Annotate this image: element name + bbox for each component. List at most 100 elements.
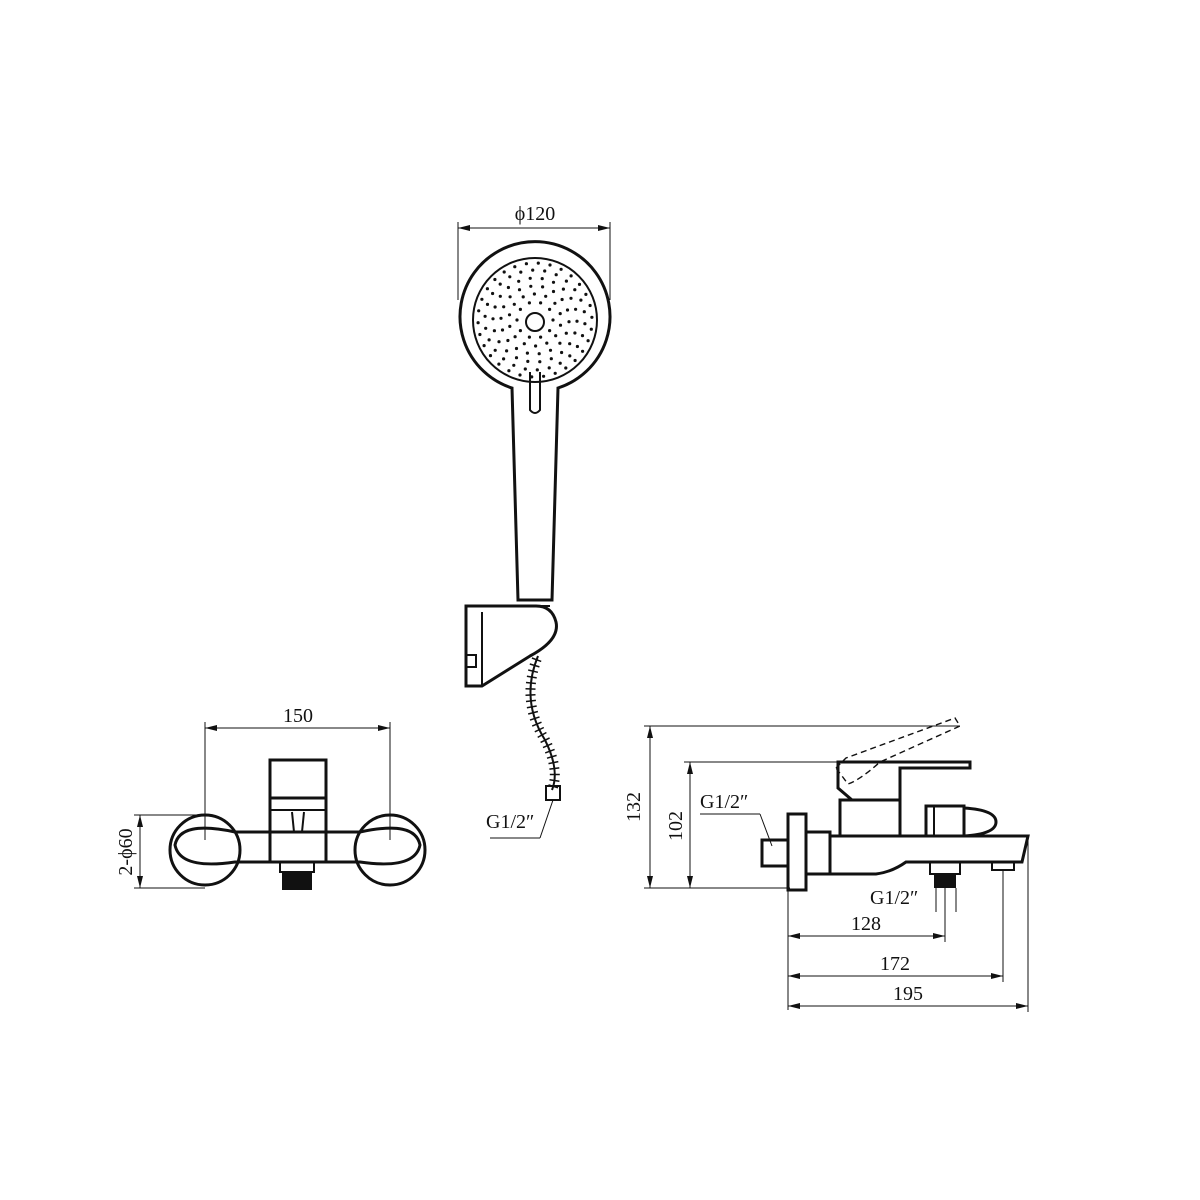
spray-hole bbox=[477, 309, 481, 313]
spray-hole bbox=[518, 329, 523, 333]
spray-hole bbox=[541, 285, 545, 289]
spray-hole bbox=[508, 324, 512, 328]
spray-hole bbox=[513, 265, 517, 269]
hose-rib bbox=[540, 737, 550, 744]
hose-ribs bbox=[525, 657, 560, 789]
spray-hole bbox=[551, 280, 556, 284]
spray-hole bbox=[574, 307, 578, 311]
front-view: 150 2-ϕ60 bbox=[115, 705, 427, 890]
spray-hole bbox=[573, 331, 577, 335]
spray-hole bbox=[588, 303, 592, 308]
valve-body bbox=[173, 826, 422, 866]
spray-hole bbox=[507, 369, 511, 373]
hose-rib bbox=[528, 710, 539, 715]
spray-hole bbox=[521, 295, 525, 299]
spray-hole bbox=[567, 320, 571, 324]
spray-hole bbox=[526, 359, 530, 363]
height-body-label: 102 bbox=[665, 811, 687, 841]
spray-hole bbox=[493, 305, 497, 309]
spray-hole bbox=[553, 301, 557, 305]
hose-outlet-thread bbox=[934, 874, 956, 888]
spray-hole bbox=[548, 307, 552, 311]
arrow-down-icon bbox=[687, 876, 693, 888]
mode-button bbox=[529, 372, 541, 414]
spray-hole bbox=[575, 319, 579, 323]
spray-hole bbox=[498, 294, 502, 298]
spray-hole bbox=[508, 275, 512, 279]
shower-head-outline bbox=[458, 240, 612, 602]
arrow-left-icon bbox=[205, 725, 217, 731]
spray-hole bbox=[560, 350, 564, 355]
arrow-right-icon bbox=[598, 225, 610, 231]
eccentric-connector bbox=[760, 838, 790, 868]
arrow-right-icon bbox=[933, 933, 945, 939]
spray-hole bbox=[525, 351, 530, 355]
spray-hole bbox=[554, 273, 558, 277]
spray-hole bbox=[551, 289, 556, 294]
spray-hole bbox=[564, 331, 568, 335]
spray-hole bbox=[561, 287, 566, 291]
spray-hole bbox=[480, 297, 484, 301]
spray-hole bbox=[508, 295, 512, 299]
handle-cap bbox=[268, 758, 328, 800]
spray-hole bbox=[539, 335, 543, 339]
spray-hole bbox=[547, 366, 551, 370]
spray-hole bbox=[483, 314, 487, 318]
spray-hole bbox=[589, 327, 593, 331]
spray-hole bbox=[518, 307, 523, 311]
holder-slot bbox=[465, 654, 477, 668]
lever-handle bbox=[836, 760, 972, 802]
spray-hole bbox=[577, 282, 582, 286]
spray-hole bbox=[524, 262, 529, 266]
outlet-thread-label: G1/2″ bbox=[870, 887, 918, 909]
spray-hole bbox=[584, 292, 588, 296]
spray-hole bbox=[497, 340, 501, 344]
hose-rib bbox=[525, 681, 536, 685]
spray-hole bbox=[476, 321, 480, 325]
arrow-up-icon bbox=[137, 815, 143, 827]
spray-hole bbox=[569, 296, 573, 300]
spray-hole bbox=[565, 308, 570, 312]
spray-hole bbox=[485, 287, 489, 291]
spray-hole bbox=[548, 348, 553, 352]
spray-hole bbox=[522, 342, 526, 346]
hose-leader bbox=[539, 799, 554, 839]
arrow-right-icon bbox=[378, 725, 390, 731]
flange-label: 2-ϕ60 bbox=[115, 828, 137, 875]
spray-hole bbox=[523, 367, 527, 371]
spray-hole bbox=[506, 338, 510, 343]
spray-hole bbox=[482, 344, 486, 348]
spray-hole bbox=[549, 357, 553, 361]
lever-raised-outline bbox=[835, 717, 962, 785]
spray-hole bbox=[554, 334, 558, 338]
spray-hole bbox=[491, 291, 495, 296]
spray-hole bbox=[485, 302, 490, 306]
spray-hole bbox=[560, 297, 564, 302]
spray-hole bbox=[527, 335, 532, 339]
wall-holder bbox=[464, 604, 558, 688]
spray-hole bbox=[493, 348, 497, 352]
spray-hole bbox=[498, 282, 502, 286]
spray-hole bbox=[532, 292, 537, 296]
arrow-right-icon bbox=[991, 973, 1003, 979]
spray-hole bbox=[499, 316, 503, 320]
hose-rib bbox=[526, 675, 537, 679]
spray-hole bbox=[491, 317, 495, 321]
spray-hole bbox=[538, 360, 542, 364]
arrow-left-icon bbox=[788, 933, 800, 939]
right-escutcheon bbox=[353, 813, 427, 887]
hose-rib bbox=[542, 742, 553, 749]
spray-hole bbox=[502, 357, 506, 361]
hose-rib bbox=[549, 767, 560, 770]
hose-thread-label: G1/2″ bbox=[486, 811, 534, 833]
spray-hole bbox=[573, 358, 577, 363]
spray-hole bbox=[487, 338, 491, 342]
arrow-up-icon bbox=[687, 762, 693, 774]
spray-hole bbox=[553, 371, 557, 375]
diverter-knob bbox=[924, 804, 966, 838]
diverter-cap bbox=[963, 806, 998, 838]
hose-rib bbox=[544, 748, 555, 754]
arrow-right-icon bbox=[1016, 1003, 1028, 1009]
spray-hole bbox=[515, 318, 519, 322]
